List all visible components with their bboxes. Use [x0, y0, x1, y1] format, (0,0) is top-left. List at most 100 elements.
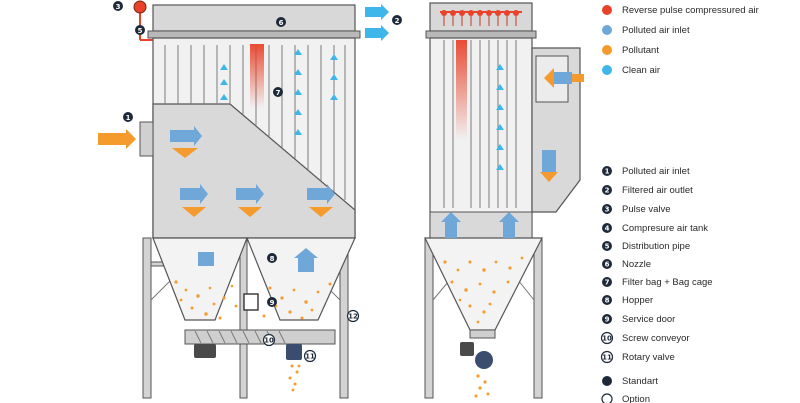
marker-3 — [113, 1, 123, 11]
legend-dot-clean-air — [602, 65, 612, 75]
reverse-pulse-glow — [250, 44, 264, 108]
component-item-10: 10 Screw conveyor — [600, 331, 690, 345]
component-item-8: 8 Hopper — [602, 295, 653, 306]
marker-8 — [267, 253, 277, 263]
front-hopper — [424, 237, 543, 331]
svg-text:Service door: Service door — [622, 314, 675, 325]
dust-particles-left — [174, 280, 332, 320]
marker-10-label: 10 — [264, 337, 274, 345]
front-reverse-pulse-glow — [456, 40, 467, 140]
polluted-air-arrows — [170, 126, 335, 204]
discharge-particles — [288, 364, 301, 392]
marker-7-label: 7 — [276, 89, 281, 97]
svg-text:Pulse valve: Pulse valve — [622, 204, 671, 215]
inlet-duct — [139, 121, 154, 157]
option-marker-swatch — [601, 393, 613, 403]
component-item-4: 4 Compresure air tank — [602, 223, 708, 234]
marker-9-label: 9 — [270, 299, 275, 307]
side-view-unit — [98, 0, 389, 399]
legend-dot-pollutant — [602, 45, 612, 55]
front-motor — [460, 342, 474, 356]
svg-text:Distribution pipe: Distribution pipe — [622, 241, 690, 252]
tube-sheet — [147, 30, 361, 39]
rotary-valve — [286, 344, 302, 360]
legend-label-pollutant: Pollutant — [622, 45, 659, 56]
svg-text:7: 7 — [605, 279, 610, 287]
marker-3-label: 3 — [116, 3, 121, 11]
svg-text:Hopper: Hopper — [622, 295, 653, 306]
pulse-valve — [133, 0, 147, 14]
diagram-markers-left: 1 2 3 5 6 7 8 9 10 11 12 — [113, 1, 402, 363]
screw-conveyor — [184, 329, 336, 345]
marker-2-label: 2 — [395, 17, 400, 25]
svg-text:Polluted air inlet: Polluted air inlet — [622, 166, 690, 177]
svg-text:4: 4 — [605, 225, 610, 233]
svg-text:9: 9 — [605, 316, 610, 324]
front-filter-bags — [443, 40, 517, 208]
marker-5 — [135, 25, 145, 35]
marker-6 — [276, 17, 286, 27]
svg-text:Compresure air tank: Compresure air tank — [622, 223, 708, 234]
service-door — [243, 293, 259, 311]
svg-text:10: 10 — [602, 334, 612, 342]
hopper-right — [246, 237, 356, 321]
marker-8-label: 8 — [270, 255, 275, 263]
svg-text:Nozzle: Nozzle — [622, 259, 651, 270]
component-item-5: 5 Distribution pipe — [602, 241, 690, 252]
inlet-flow-arrow — [98, 129, 136, 149]
svg-text:Filtered air outlet: Filtered air outlet — [622, 185, 693, 196]
marker-11-label: 11 — [305, 353, 315, 361]
marker-11 — [303, 349, 317, 363]
component-item-6: 6 Nozzle — [602, 259, 651, 270]
component-item-9: 9 Service door — [602, 314, 675, 325]
clean-air-plenum — [152, 4, 356, 32]
legend-dot-reverse-pulse — [602, 5, 612, 15]
marker-10 — [262, 333, 276, 347]
marker-12 — [346, 309, 360, 323]
marker-legend: Standart Option — [601, 376, 658, 403]
option-marker-label: Option — [622, 394, 650, 403]
svg-text:3: 3 — [605, 206, 610, 214]
svg-text:11: 11 — [602, 353, 612, 361]
marker-2 — [392, 15, 402, 25]
front-housing — [429, 37, 533, 239]
marker-7 — [273, 87, 283, 97]
marker-6-label: 6 — [279, 19, 284, 27]
component-item-7: 7 Filter bag + Bag cage — [602, 277, 713, 288]
svg-text:1: 1 — [605, 168, 610, 176]
svg-text:8: 8 — [605, 297, 610, 305]
marker-5-label: 5 — [138, 27, 143, 35]
marker-9 — [267, 297, 277, 307]
outlet-flow-arrow — [365, 4, 389, 41]
front-inlet-arrow — [544, 68, 584, 88]
svg-text:5: 5 — [605, 243, 610, 251]
svg-text:6: 6 — [605, 261, 610, 269]
marker-1 — [123, 112, 133, 122]
front-rotary-valve — [475, 351, 493, 369]
color-legend: Reverse pulse compressured air Polluted … — [602, 5, 759, 76]
conveyor-motor — [194, 344, 216, 358]
svg-text:Filter bag + Bag cage: Filter bag + Bag cage — [622, 277, 713, 288]
component-item-1: 1 Polluted air inlet — [602, 166, 690, 177]
component-legend: 1 Polluted air inlet 2 Filtered air outl… — [600, 166, 713, 364]
legend-label-clean-air: Clean air — [622, 65, 660, 76]
front-nozzles — [441, 10, 519, 16]
svg-text:Screw conveyor: Screw conveyor — [622, 333, 690, 344]
dust-particles-right — [443, 256, 524, 324]
front-plenum — [429, 2, 533, 32]
component-item-3: 3 Pulse valve — [602, 204, 671, 215]
component-item-11: 11 Rotary valve — [600, 350, 675, 364]
legend-label-polluted-air: Polluted air inlet — [622, 25, 690, 36]
front-view-unit — [424, 2, 584, 399]
svg-text:Rotary valve: Rotary valve — [622, 352, 675, 363]
standard-marker-label: Standart — [622, 376, 658, 387]
legend-dot-polluted-air — [602, 25, 612, 35]
marker-1-label: 1 — [126, 114, 131, 122]
hopper-left — [152, 237, 248, 321]
clean-air-flow — [220, 49, 338, 135]
marker-12-label: 12 — [348, 313, 358, 321]
legend-label-reverse-pulse: Reverse pulse compressured air — [622, 5, 759, 16]
svg-text:2: 2 — [605, 187, 610, 195]
standard-marker-swatch — [602, 376, 612, 386]
